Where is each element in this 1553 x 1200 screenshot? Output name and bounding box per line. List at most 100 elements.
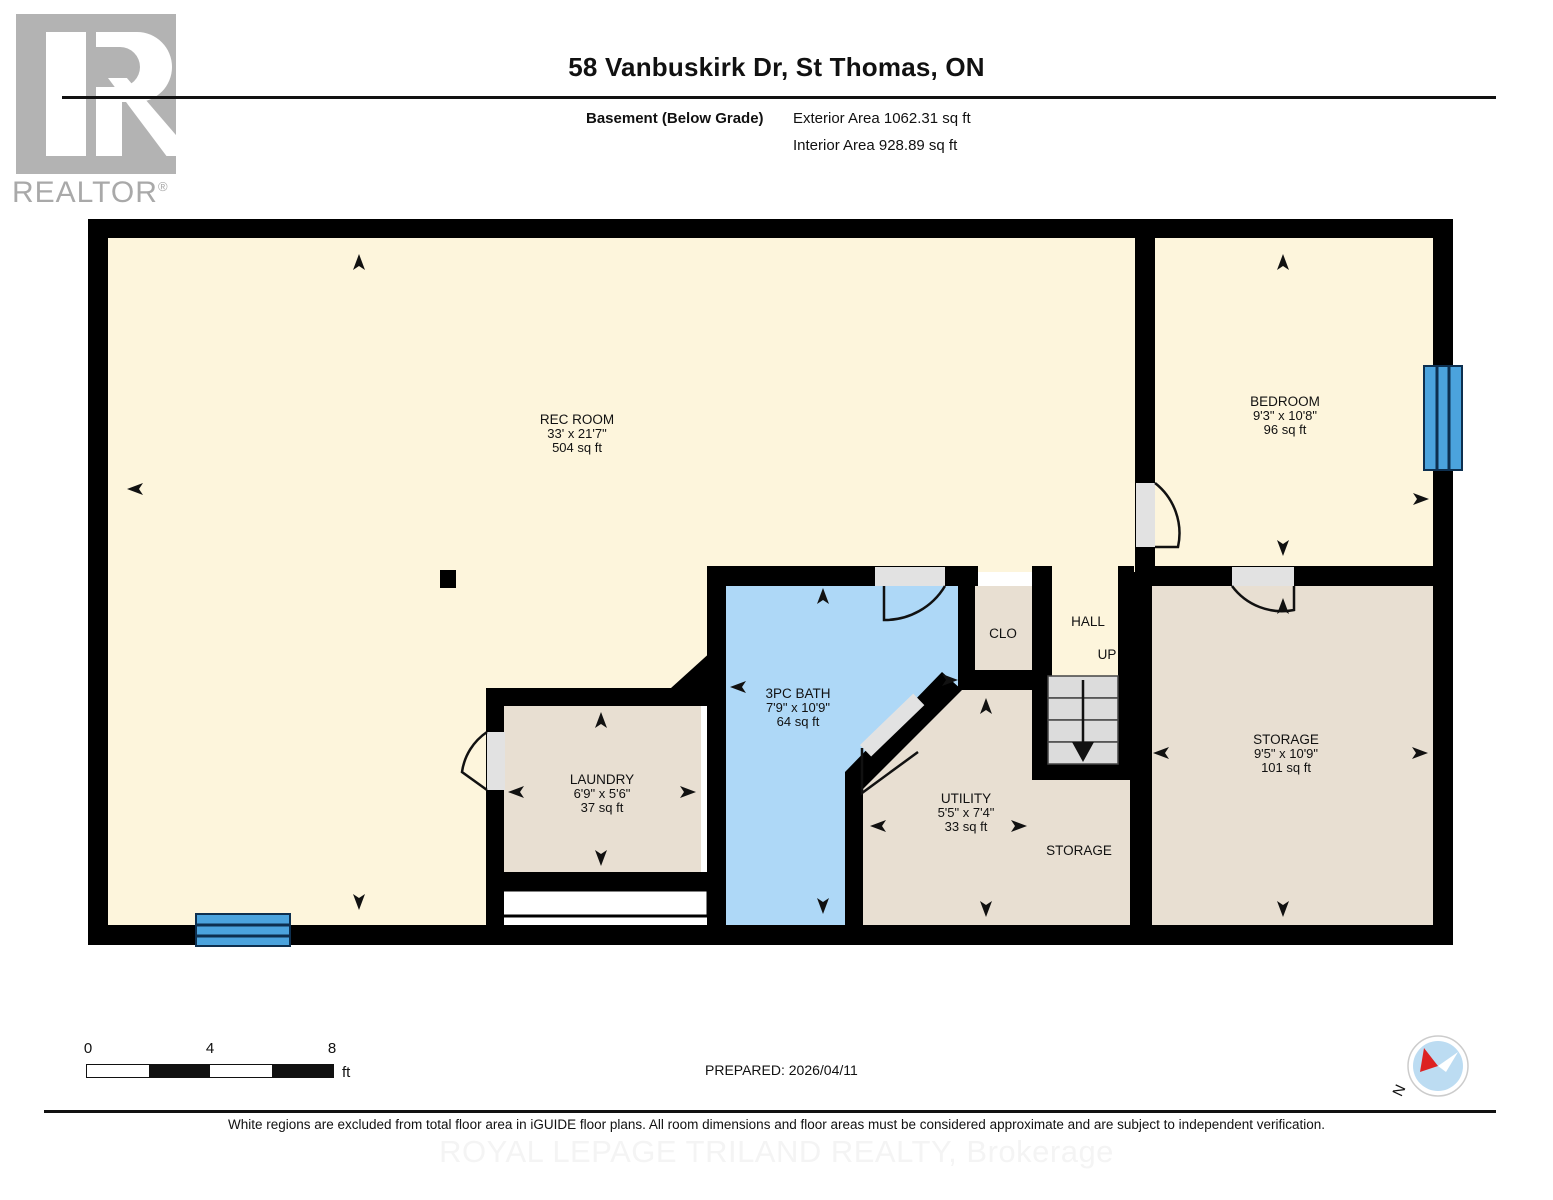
arrow-down-bedroom — [1277, 540, 1289, 556]
scale-tick-1: 4 — [205, 1040, 215, 1057]
wall-bath-right-upper — [958, 566, 975, 690]
closet-fill — [975, 586, 1032, 670]
wall-hall-left — [1032, 566, 1052, 676]
room-labels: REC ROOM 33' x 21'7" 504 sq ft BEDROOM 9… — [540, 394, 1320, 858]
registered-mark-icon: ® — [157, 179, 169, 194]
arrow-left-bath — [730, 681, 746, 693]
door-leaf-laundry — [487, 732, 505, 790]
arrow-down-storage — [1277, 901, 1289, 917]
arrow-up-utility — [980, 698, 992, 714]
scale-seg-3 — [210, 1065, 272, 1077]
room-label-rec-room: REC ROOM — [540, 412, 614, 427]
bath-fill — [726, 586, 958, 925]
room-area-rec-room: 504 sq ft — [552, 440, 602, 455]
door-leaf-bedroom — [1136, 483, 1155, 547]
room-dims-utility: 5'5" x 7'4" — [938, 805, 995, 820]
page-title: 58 Vanbuskirk Dr, St Thomas, ON — [568, 52, 985, 82]
laundry-fill — [503, 700, 701, 872]
arrow-down-utility — [980, 901, 992, 917]
room-label-laundry: LAUNDRY — [570, 772, 634, 787]
scale-seg-4 — [271, 1065, 333, 1077]
footer-divider — [44, 1110, 1496, 1113]
arrow-up-bedroom — [1277, 254, 1289, 270]
prepared-date: PREPARED: 2026/04/11 — [705, 1062, 858, 1078]
arrow-right-closet — [942, 674, 958, 686]
realtor-logo-text: REALTOR — [12, 176, 158, 209]
room-area-storage-right: 101 sq ft — [1261, 760, 1311, 775]
arrow-left-rec — [127, 483, 143, 495]
window-rec-room-bottom — [195, 913, 291, 947]
door-leaf-utility — [860, 693, 925, 757]
door-leaf-bedroom-storage — [1232, 567, 1294, 586]
room-dims-bath: 7'9" x 10'9" — [766, 700, 830, 715]
arrow-down-rec — [353, 894, 365, 910]
exterior-area-text: Exterior Area 1062.31 sq ft — [793, 110, 971, 127]
scale-seg-2 — [148, 1065, 210, 1077]
bedroom-fill — [1155, 238, 1433, 572]
arrow-up-laundry — [595, 712, 607, 728]
scale-unit-label: ft — [342, 1064, 351, 1081]
arrow-down-bath — [817, 898, 829, 914]
header-divider — [62, 96, 1496, 99]
room-area-bath: 64 sq ft — [777, 714, 820, 729]
compass-rose: N — [1389, 1026, 1482, 1118]
scale-tick-0: 0 — [83, 1040, 93, 1057]
room-fills — [108, 238, 1433, 925]
room-label-closet: CLO — [989, 626, 1017, 641]
windows — [195, 365, 1463, 947]
realtor-logo-bar — [46, 32, 86, 156]
room-label-storage-right: STORAGE — [1253, 732, 1319, 747]
room-label-storage-utility: STORAGE — [1046, 843, 1112, 858]
scale-seg-1 — [87, 1065, 149, 1077]
compass-needle-red-icon — [1420, 1048, 1438, 1072]
column-marker — [440, 570, 456, 588]
realtor-logo: REALTOR® — [8, 14, 194, 209]
arrow-right-bedroom — [1413, 493, 1429, 505]
arrow-left-storage — [1153, 747, 1169, 759]
wall-bath-left — [707, 566, 726, 925]
room-area-bedroom: 96 sq ft — [1264, 422, 1307, 437]
arrow-right-utility — [1011, 820, 1027, 832]
room-label-utility: UTILITY — [941, 791, 991, 806]
door-swing-utility — [860, 748, 919, 796]
rec-room-fill — [108, 238, 1135, 925]
wall-diagonal-bath-utility — [845, 672, 962, 790]
arrow-left-utility — [870, 820, 886, 832]
arrow-right-storage — [1412, 747, 1428, 759]
arrow-left-laundry — [508, 786, 524, 798]
room-area-laundry: 37 sq ft — [581, 800, 624, 815]
stairs-to-upper — [1047, 675, 1119, 765]
interior-area-text: Interior Area 928.89 sq ft — [793, 137, 958, 154]
brokerage-watermark: ROYAL LEPAGE TRILAND REALTY, Brokerage — [439, 1134, 1114, 1169]
wall-stair-left — [1032, 672, 1048, 780]
disclaimer-text: White regions are excluded from total fl… — [227, 1117, 1326, 1132]
room-dims-storage-right: 9'5" x 10'9" — [1254, 746, 1318, 761]
room-dims-laundry: 6'9" x 5'6" — [574, 786, 631, 801]
wall-bath-lower-left — [845, 772, 863, 925]
wall-laundry-top — [486, 688, 718, 706]
room-label-bedroom: BEDROOM — [1250, 394, 1320, 409]
wall-laundry-bottom — [486, 872, 718, 890]
room-dims-rec-room: 33' x 21'7" — [547, 426, 607, 441]
scale-tick-labels: 0 4 8 — [83, 1040, 337, 1062]
realtor-logo-wordmark: REALTOR® — [12, 176, 169, 210]
laundry-crawl-outline — [494, 888, 710, 918]
doors — [460, 482, 1296, 796]
arrow-up-rec — [353, 254, 365, 270]
scale-tick-2: 8 — [327, 1040, 337, 1057]
wall-right-wing-vertical-lower — [1130, 572, 1152, 925]
door-swing-bedroom — [1154, 482, 1181, 549]
scale-bar: 0 4 8 ft — [83, 1040, 351, 1096]
storage-right-fill — [1145, 586, 1433, 925]
dimension-arrows — [127, 254, 1429, 917]
room-area-utility: 33 sq ft — [945, 819, 988, 834]
wall-closet-bottom — [958, 670, 1052, 690]
stairs-up-label: UP — [1098, 647, 1117, 662]
wall-stair-bottom — [1032, 764, 1134, 780]
wall-stair-right — [1118, 566, 1134, 780]
room-label-bath: 3PC BATH — [765, 686, 830, 701]
floor-label: Basement (Below Grade) — [586, 110, 764, 127]
door-swing-laundry — [460, 730, 488, 792]
floor-plan-drawing: REC ROOM 33' x 21'7" 504 sq ft BEDROOM 9… — [88, 219, 1463, 947]
